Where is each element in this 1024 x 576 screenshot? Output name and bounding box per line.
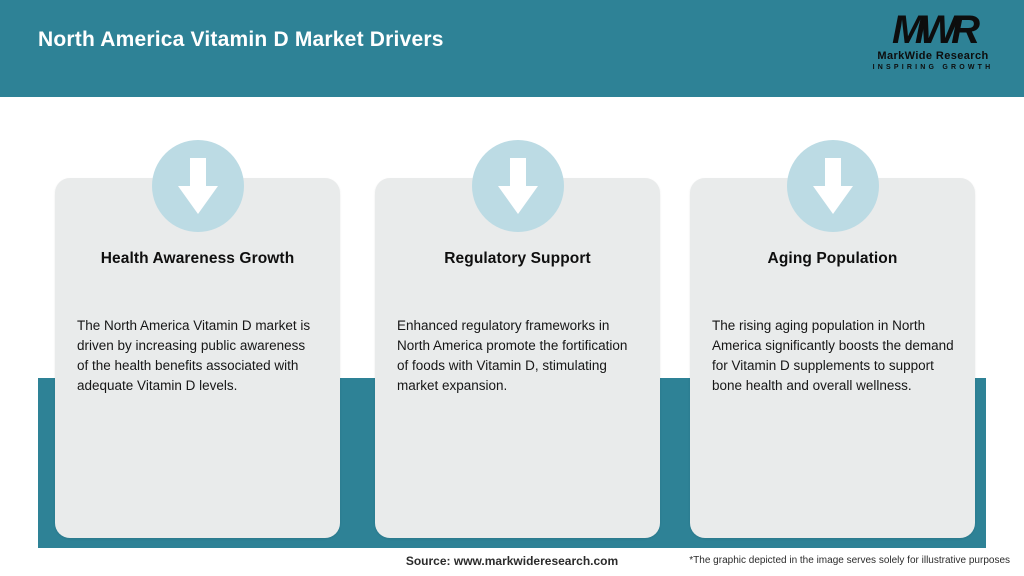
down-arrow-icon: [471, 140, 564, 232]
driver-card-health-awareness: Health Awareness Growth The North Americ…: [55, 140, 340, 538]
card-description: Enhanced regulatory frameworks in North …: [397, 318, 628, 393]
card-description: The North America Vitamin D market is dr…: [77, 318, 311, 393]
card-title: Aging Population: [767, 250, 898, 267]
logo-name: MarkWide Research: [877, 50, 989, 62]
disclaimer-text: *The graphic depicted in the image serve…: [689, 555, 1010, 566]
down-arrow-icon: [151, 140, 244, 232]
card-description: The rising aging population in North Ame…: [712, 318, 954, 393]
logo-tagline: Inspiring Growth: [872, 64, 994, 71]
driver-card-regulatory-support: Regulatory Support Enhanced regulatory f…: [375, 140, 660, 538]
driver-card-aging-population: Aging Population The rising aging popula…: [690, 140, 975, 538]
markwide-logo: MWR MarkWide Research Inspiring Growth: [868, 8, 998, 71]
card-title: Health Awareness Growth: [100, 250, 295, 267]
logo-monogram-icon: MWR: [892, 8, 980, 52]
source-text: Source: www.markwideresearch.com: [405, 554, 619, 568]
down-arrow-icon: [786, 140, 879, 232]
page-title: North America Vitamin D Market Drivers: [38, 28, 444, 51]
header-bar: North America Vitamin D Market Drivers M…: [0, 0, 1024, 97]
card-title: Regulatory Support: [444, 250, 591, 267]
